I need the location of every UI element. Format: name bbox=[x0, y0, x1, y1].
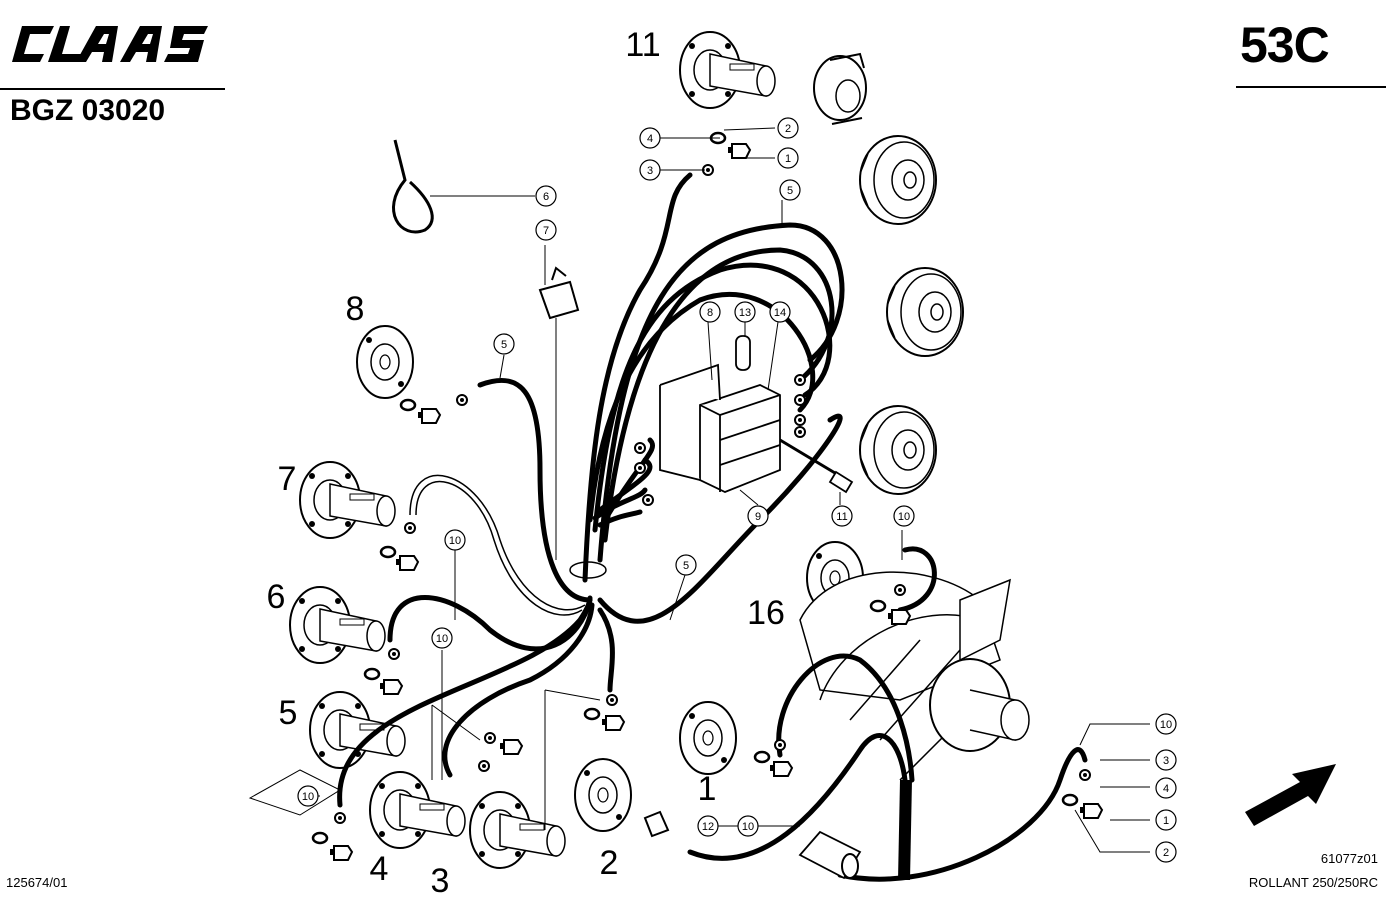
svg-text:3: 3 bbox=[1163, 755, 1169, 767]
callout-12: 12 bbox=[697, 815, 719, 837]
svg-text:5: 5 bbox=[683, 560, 689, 572]
svg-text:4: 4 bbox=[647, 133, 653, 145]
callout-2-a: 2 bbox=[777, 117, 799, 139]
drawing-id: 61077z01 bbox=[1320, 851, 1378, 866]
ref-number: 125674/01 bbox=[6, 875, 68, 890]
position-label-1: 1 bbox=[698, 770, 717, 808]
callout-5-b: 5 bbox=[493, 333, 515, 355]
valve-block bbox=[659, 335, 854, 494]
callout-10-b: 10 bbox=[893, 505, 915, 527]
cylinder bbox=[798, 780, 912, 880]
svg-text:5: 5 bbox=[787, 185, 793, 197]
direction-arrow-icon bbox=[1245, 764, 1336, 826]
hub-1 bbox=[679, 701, 737, 775]
svg-text:10: 10 bbox=[742, 821, 754, 833]
accumulator-13 bbox=[735, 335, 751, 371]
flange-shaft-11 bbox=[679, 31, 776, 109]
flange-shaft-7 bbox=[299, 461, 396, 539]
rotor-cap bbox=[813, 52, 867, 125]
flange-shaft-3 bbox=[469, 791, 566, 869]
callout-9: 9 bbox=[747, 505, 769, 527]
pulley-a bbox=[859, 135, 937, 225]
svg-text:2: 2 bbox=[1163, 847, 1169, 859]
callout-4-b: 4 bbox=[1155, 777, 1177, 799]
svg-text:3: 3 bbox=[647, 165, 653, 177]
hose-clip bbox=[538, 266, 580, 320]
svg-text:5: 5 bbox=[501, 339, 507, 351]
callout-5-a: 5 bbox=[779, 179, 801, 201]
callout-13: 13 bbox=[734, 301, 756, 323]
callout-10-f: 10 bbox=[1155, 713, 1177, 735]
flange-shaft-4 bbox=[369, 771, 466, 849]
header-rule-right bbox=[1236, 86, 1386, 88]
position-label-11: 11 bbox=[625, 26, 660, 64]
svg-text:14: 14 bbox=[774, 307, 786, 319]
hose-loop bbox=[569, 561, 607, 579]
position-label-3: 3 bbox=[431, 862, 450, 900]
position-labels: 11 8 7 6 5 4 3 2 1 16 bbox=[267, 26, 785, 900]
callout-3-a: 3 bbox=[639, 159, 661, 181]
callout-3-b: 3 bbox=[1155, 749, 1177, 771]
svg-text:10: 10 bbox=[449, 535, 461, 547]
leader-lines bbox=[248, 127, 1150, 853]
pulley-b bbox=[886, 267, 964, 357]
callout-14: 14 bbox=[769, 301, 791, 323]
svg-text:13: 13 bbox=[739, 307, 751, 319]
callout-10-e: 10 bbox=[737, 815, 759, 837]
svg-text:12: 12 bbox=[702, 821, 714, 833]
rotor-assembly bbox=[799, 571, 1030, 781]
svg-text:6: 6 bbox=[543, 191, 549, 203]
svg-text:10: 10 bbox=[302, 791, 314, 803]
doc-number: BGZ 03020 bbox=[10, 94, 166, 127]
pulley-c bbox=[859, 405, 937, 495]
position-label-4: 4 bbox=[370, 850, 389, 888]
callout-2-b: 2 bbox=[1155, 841, 1177, 863]
position-label-2: 2 bbox=[600, 844, 619, 882]
callout-10-d: 10 bbox=[297, 785, 319, 807]
callouts: 4 2 3 1 5 6 7 5 8 13 14 9 11 10 10 5 10 … bbox=[297, 117, 1177, 863]
callout-1-a: 1 bbox=[777, 147, 799, 169]
flange-shaft-6 bbox=[289, 586, 386, 664]
svg-text:10: 10 bbox=[898, 511, 910, 523]
callout-6: 6 bbox=[535, 185, 557, 207]
svg-text:1: 1 bbox=[785, 153, 791, 165]
machine-model: ROLLANT 250/250RC bbox=[1248, 875, 1378, 890]
cable-tie bbox=[392, 139, 434, 234]
svg-text:8: 8 bbox=[707, 307, 713, 319]
callout-10-c: 10 bbox=[431, 627, 453, 649]
flange-shaft-5 bbox=[309, 691, 406, 769]
claas-logo bbox=[12, 26, 208, 62]
svg-text:4: 4 bbox=[1163, 783, 1169, 795]
header-rule-left bbox=[0, 88, 225, 90]
position-label-5: 5 bbox=[279, 694, 298, 732]
coupling-12 bbox=[643, 810, 670, 838]
position-label-16: 16 bbox=[747, 594, 785, 632]
hub-8 bbox=[356, 325, 414, 399]
hub-2 bbox=[574, 758, 632, 832]
thin-hoses bbox=[409, 474, 586, 616]
position-label-7: 7 bbox=[278, 460, 297, 498]
hoses bbox=[337, 172, 1088, 882]
page-code: 53C bbox=[1240, 17, 1330, 73]
callout-10-a: 10 bbox=[444, 529, 466, 551]
svg-text:10: 10 bbox=[1160, 719, 1172, 731]
position-label-8: 8 bbox=[346, 290, 365, 328]
callout-4-a: 4 bbox=[639, 127, 661, 149]
position-label-6: 6 bbox=[267, 578, 286, 616]
svg-text:1: 1 bbox=[1163, 815, 1169, 827]
callout-11: 11 bbox=[831, 505, 853, 527]
svg-text:11: 11 bbox=[836, 511, 847, 523]
svg-text:9: 9 bbox=[755, 511, 761, 523]
callout-7: 7 bbox=[535, 219, 557, 241]
svg-text:7: 7 bbox=[543, 225, 549, 237]
callout-8: 8 bbox=[699, 301, 721, 323]
callout-1-b: 1 bbox=[1155, 809, 1177, 831]
svg-text:2: 2 bbox=[785, 123, 791, 135]
callout-5-c: 5 bbox=[675, 554, 697, 576]
svg-text:10: 10 bbox=[436, 633, 448, 645]
